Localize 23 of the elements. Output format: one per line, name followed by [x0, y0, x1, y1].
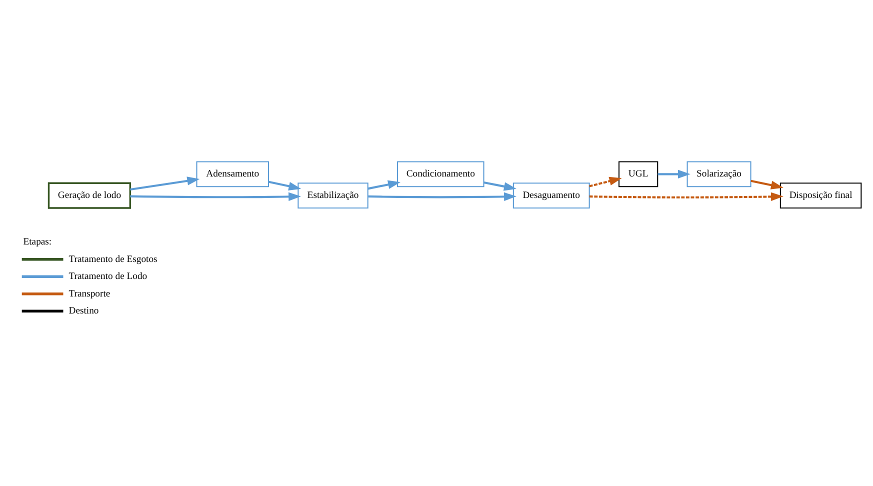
node-box: UGL — [618, 161, 658, 188]
arrow — [368, 192, 516, 201]
node-box: Geração de lodo — [48, 182, 132, 209]
legend-label: Transporte — [68, 288, 110, 300]
legend-label: Tratamento de Esgotos — [68, 254, 158, 265]
node-box: Disposição final — [780, 182, 862, 208]
arrow — [484, 181, 516, 191]
node-box: Desaguamento — [512, 182, 590, 208]
label: Etapas: — [23, 236, 52, 248]
arrow — [589, 192, 784, 202]
arrow — [658, 170, 690, 179]
node-box: Condicionamento — [397, 161, 484, 188]
legend-label: Destino — [68, 306, 99, 317]
node-box: Solarização — [686, 161, 752, 188]
arrow — [368, 180, 400, 190]
arrow — [130, 192, 302, 201]
arrow — [750, 180, 784, 190]
node-box: Adensamento — [196, 161, 270, 188]
arrow — [130, 176, 200, 191]
legend-label: Tratamento de Lodo — [68, 271, 148, 282]
node-box: Estabilização — [298, 182, 368, 208]
arrow — [268, 180, 302, 190]
arrow — [589, 176, 622, 188]
